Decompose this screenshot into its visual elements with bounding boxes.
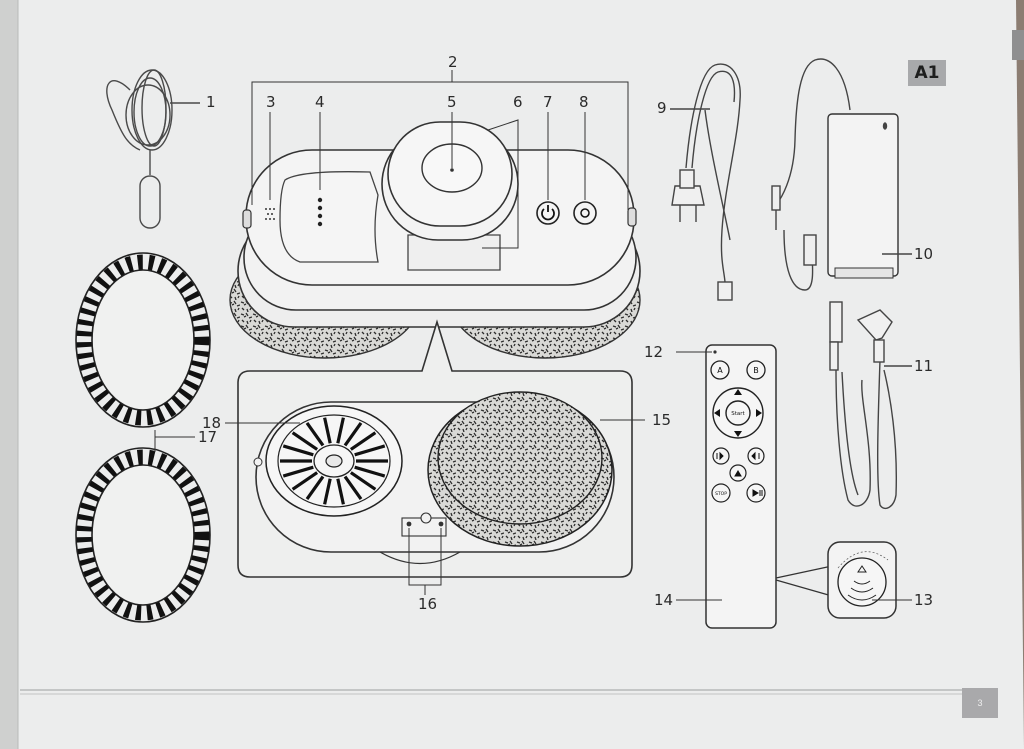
- remote-b-label: B: [753, 366, 759, 375]
- cleaning-ring-top: [75, 252, 211, 428]
- power-adapter: [771, 58, 912, 291]
- callout-9: 9: [657, 99, 667, 117]
- fan-spoke: [349, 431, 377, 451]
- fan-spoke: [305, 475, 325, 501]
- fan-spoke: [323, 478, 332, 505]
- robot-bottom-view: [253, 391, 615, 565]
- fan-spoke: [282, 444, 314, 457]
- section-badge: A1: [908, 60, 946, 86]
- callout-8: 8: [579, 93, 589, 111]
- fan-spoke: [336, 417, 345, 444]
- callout-12: 12: [644, 343, 664, 361]
- callout-3: 3: [266, 93, 276, 111]
- callout-6: 6: [513, 93, 523, 111]
- callout-7: 7: [543, 93, 553, 111]
- callout-1: 1: [206, 93, 216, 111]
- fan-spoke: [282, 465, 314, 478]
- callout-18: 18: [202, 414, 222, 432]
- callout-14: 14: [654, 591, 674, 609]
- callout-2: 2: [448, 53, 458, 71]
- fan-spoke: [291, 471, 319, 491]
- fan-spoke: [305, 421, 325, 447]
- callout-10: 10: [914, 245, 934, 263]
- callout-15: 15: [652, 411, 672, 429]
- remote-battery-switch: [775, 541, 912, 619]
- page-number: 3: [962, 688, 998, 718]
- fan-spoke: [336, 478, 345, 505]
- callout-11: 11: [914, 357, 934, 375]
- robot-top-view: [229, 121, 641, 359]
- safety-rope: [106, 69, 200, 229]
- fan-spoke: [323, 417, 332, 444]
- cleaning-ring-bottom: [75, 447, 211, 623]
- fan-spoke: [291, 431, 319, 451]
- fan-spoke: [354, 444, 386, 457]
- callout-4: 4: [315, 93, 325, 111]
- fan-spoke: [343, 421, 363, 447]
- fan-spoke: [354, 465, 386, 478]
- remote-a-label: A: [717, 366, 723, 375]
- remote-start-label: Start: [731, 411, 745, 417]
- callout-16: 16: [418, 595, 438, 613]
- callout-17: 17: [198, 428, 218, 446]
- callout-5: 5: [447, 93, 457, 111]
- power-cord: [670, 63, 741, 301]
- fan-spoke: [343, 475, 363, 501]
- extension-cable: [829, 301, 912, 510]
- callout-13: 13: [914, 591, 934, 609]
- fan-spoke: [349, 471, 377, 491]
- remote-control: [676, 344, 777, 629]
- remote-stop-label: STOP: [715, 491, 727, 497]
